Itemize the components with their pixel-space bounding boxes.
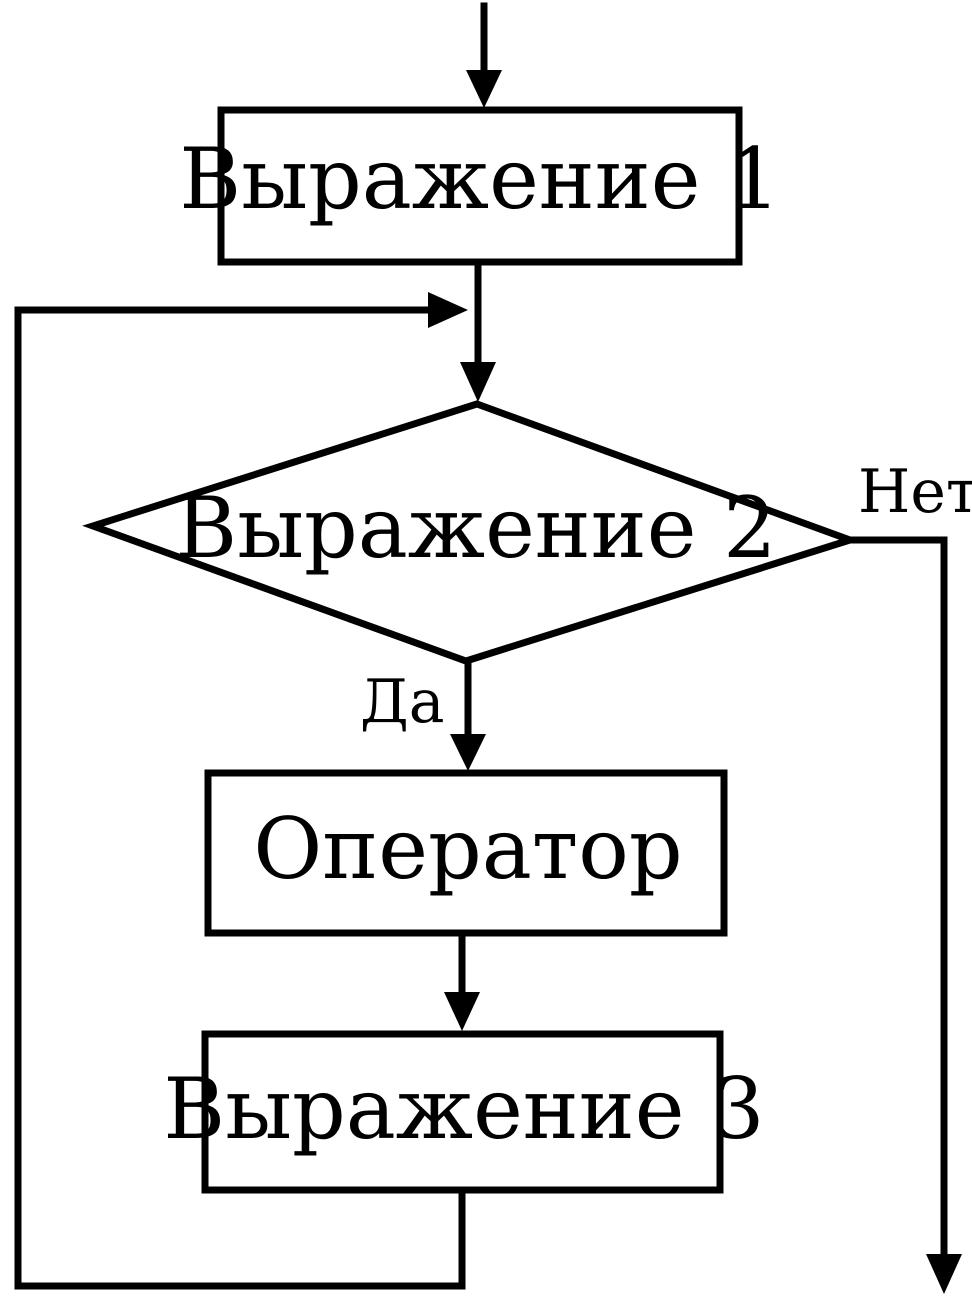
loop-back-arrowhead <box>428 292 468 328</box>
expression-3-arrowhead <box>444 992 480 1031</box>
exit-arrowhead <box>926 1254 962 1294</box>
expression-1-label: Выражение 1 <box>179 130 780 228</box>
loop-back-connector <box>14 306 466 1290</box>
expression-2-label: Выражение 2 <box>175 479 776 577</box>
condition-arrowhead <box>460 362 496 402</box>
operator-arrowhead <box>450 734 486 771</box>
no-branch-connector <box>846 536 948 1262</box>
operator-block <box>204 769 728 937</box>
expression-3-label: Выражение 3 <box>163 1060 764 1158</box>
yes-branch-label: Да <box>360 667 445 737</box>
no-branch-label: Нет <box>858 457 972 527</box>
expression-3-block <box>201 1030 724 1194</box>
operator-label: Оператор <box>253 800 682 898</box>
entry-arrowhead <box>466 70 502 108</box>
